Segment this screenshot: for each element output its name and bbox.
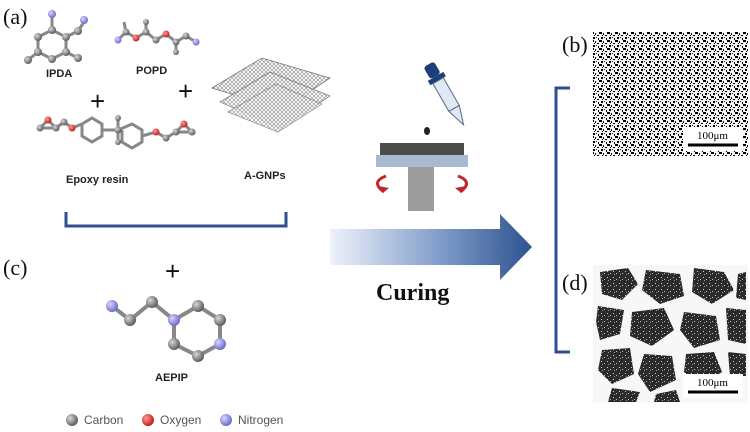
scale-bar-b-label: 100μm xyxy=(697,130,728,142)
epoxy-resin-molecule xyxy=(36,115,196,150)
legend-carbon: Carbon xyxy=(84,413,123,427)
epoxy-resin-label: Epoxy resin xyxy=(66,174,129,186)
legend-oxygen: Oxygen xyxy=(160,413,201,427)
panel-label-d: (d) xyxy=(562,270,588,295)
aepip-label: AEPIP xyxy=(155,372,188,384)
plus-sign-3: + xyxy=(165,256,180,286)
panel-label-c: (c) xyxy=(3,255,27,280)
plus-sign-2: + xyxy=(178,76,193,106)
nitrogen-legend-icon xyxy=(220,414,232,426)
oxygen-legend-icon xyxy=(142,414,154,426)
panel-label-b: (b) xyxy=(562,32,588,57)
atom-legend: Carbon Oxygen Nitrogen xyxy=(66,413,283,427)
rotation-arrow-right-icon xyxy=(455,174,468,194)
micrograph-b: 100μm xyxy=(593,32,748,156)
panel-label-a: (a) xyxy=(3,4,27,29)
group-bracket xyxy=(64,212,288,228)
plus-sign-1: + xyxy=(90,86,105,116)
popd-label: POPD xyxy=(136,65,167,77)
a-gnps-sheets xyxy=(211,57,331,133)
spin-coater-icon xyxy=(376,143,468,211)
scale-bar-d-label: 100μm xyxy=(697,377,728,389)
carbon-legend-icon xyxy=(66,414,78,426)
popd-molecule xyxy=(114,19,200,55)
rotation-arrow-left-icon xyxy=(376,174,389,194)
aepip-molecule xyxy=(106,296,226,362)
micrograph-d: 100μm xyxy=(593,265,748,403)
dropper-icon xyxy=(424,62,465,135)
ipda-molecule xyxy=(24,10,88,64)
result-bracket xyxy=(554,86,570,354)
ipda-label: IPDA xyxy=(46,68,72,80)
curing-label: Curing xyxy=(376,280,449,306)
process-arrow xyxy=(330,214,532,280)
a-gnps-label: A-GNPs xyxy=(244,170,286,182)
legend-nitrogen: Nitrogen xyxy=(238,413,283,427)
